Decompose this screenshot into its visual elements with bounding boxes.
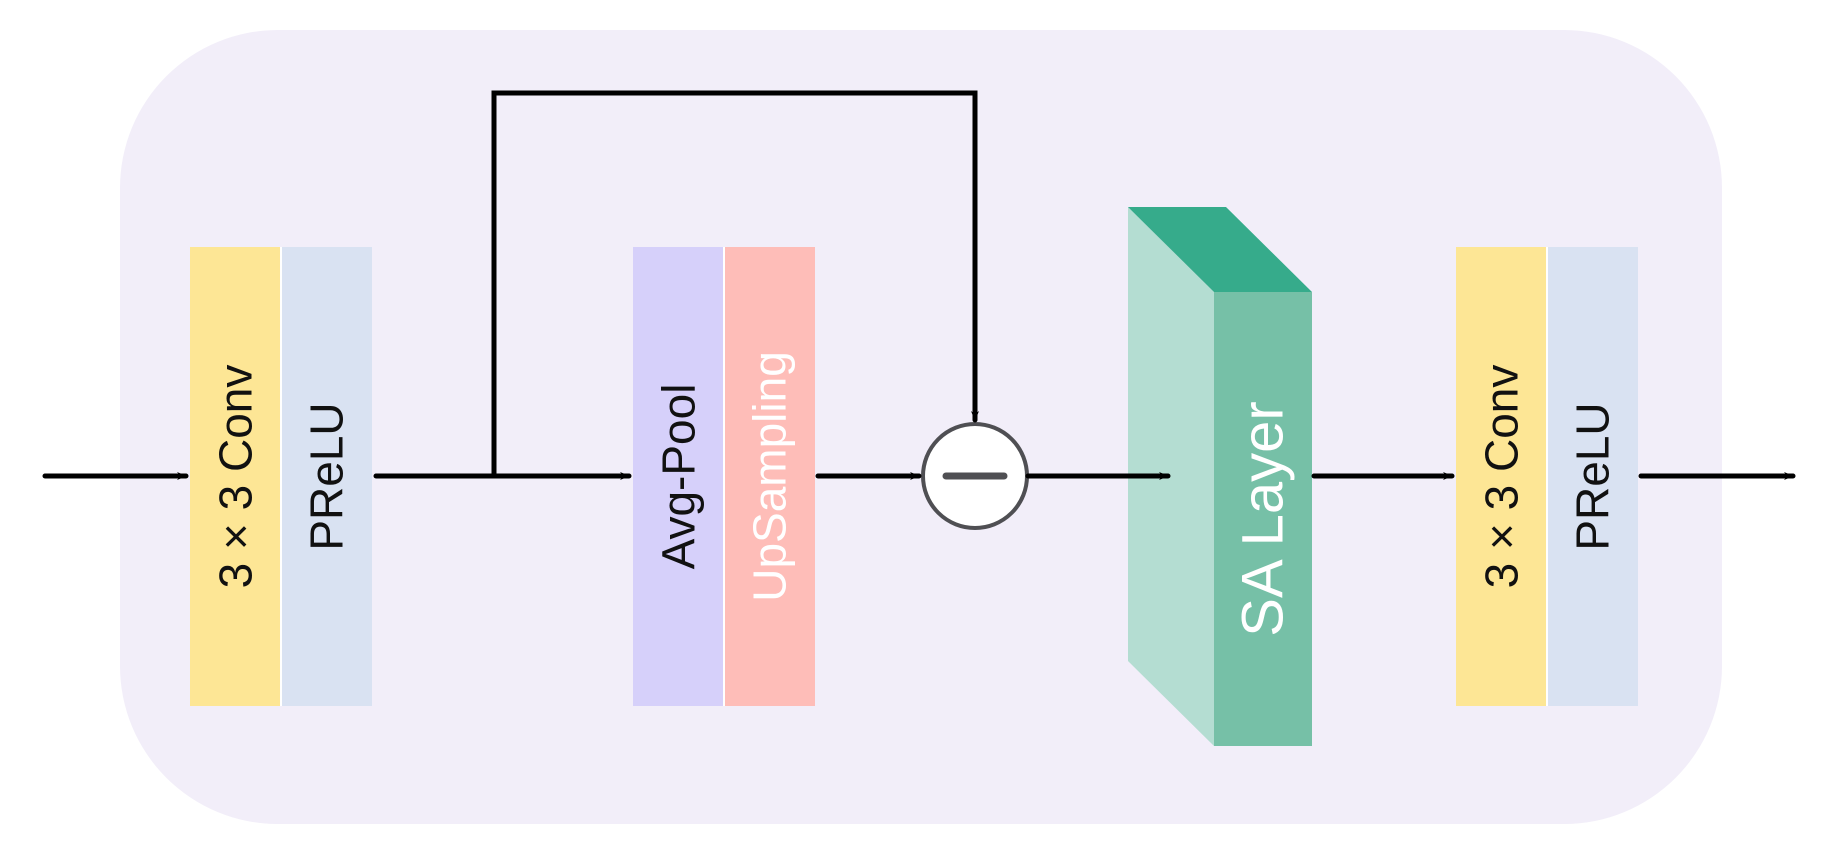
conv-prelu-block-2: 3 × 3 Conv PReLU: [1456, 247, 1638, 706]
skip-connection-arrow: [491, 90, 979, 479]
prelu-label-2: PReLU: [1567, 402, 1619, 550]
sa-layer-top-face: [1128, 207, 1312, 292]
sa-layer-side-face: [1128, 207, 1214, 746]
conv-label-1: 3 × 3 Conv: [210, 365, 262, 589]
upsampling-label: UpSampling: [744, 351, 796, 602]
conv-prelu-block-1: 3 × 3 Conv PReLU: [190, 247, 372, 706]
subtract-operator: [921, 422, 1029, 530]
sa-layer-label: SA Layer: [1231, 401, 1296, 636]
avgpool-label: Avg-Pool: [653, 384, 705, 570]
prelu-block-2: [1547, 247, 1638, 706]
prelu-label-1: PReLU: [301, 402, 353, 550]
block-background-panel: [120, 30, 1722, 824]
conv-label-2: 3 × 3 Conv: [1476, 365, 1528, 589]
connections: [42, 90, 1796, 480]
sa-layer-front-face: [1214, 292, 1312, 746]
conv-block-1: [190, 247, 281, 706]
conv-block-2: [1456, 247, 1547, 706]
upsampling-block: [724, 247, 815, 706]
prelu-block-1: [281, 247, 372, 706]
pool-upsample-block: Avg-Pool UpSampling: [633, 247, 815, 706]
sa-layer-block: SA Layer: [1128, 207, 1312, 746]
avgpool-block: [633, 247, 724, 706]
